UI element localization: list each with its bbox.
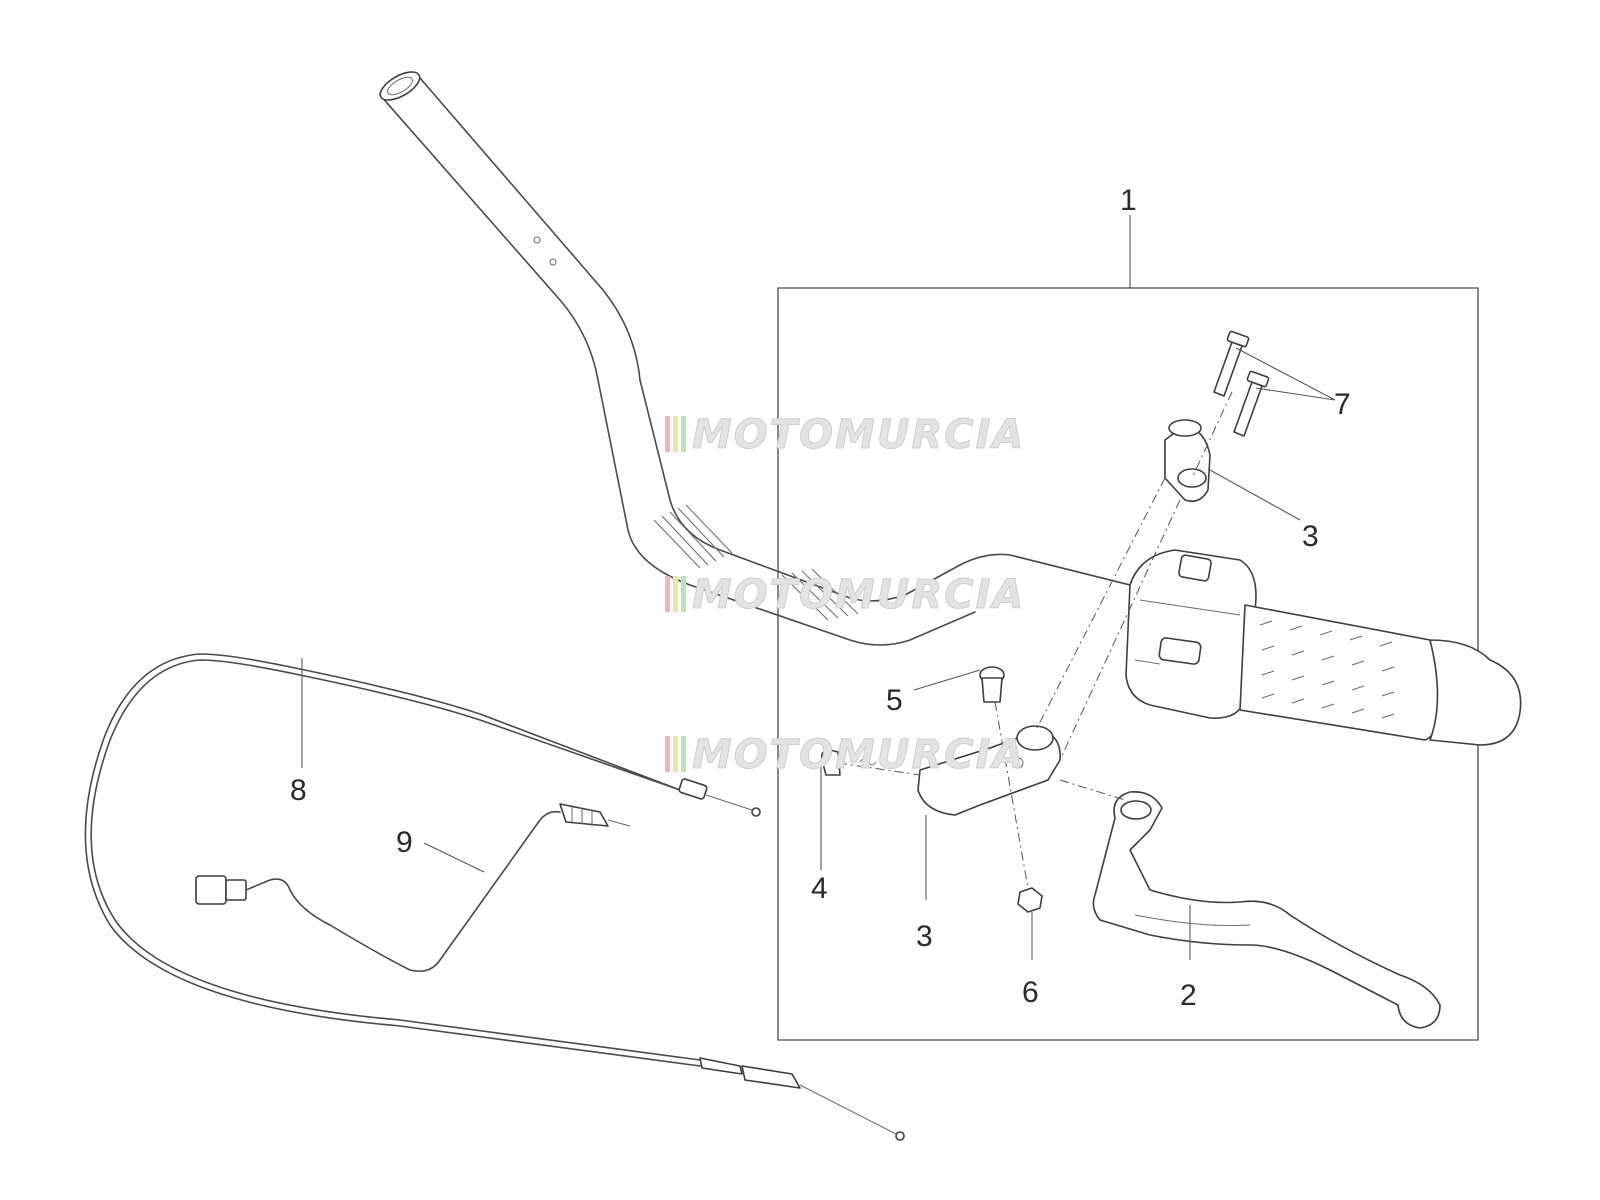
- callout-6: 6: [1022, 976, 1039, 1009]
- watermark-text: MOTOMURCIA: [692, 412, 1025, 458]
- callout-4: 4: [811, 872, 828, 905]
- watermark-stripe-red: [665, 416, 670, 452]
- watermark-stripe-yellow: [673, 576, 678, 612]
- callout-8: 8: [290, 774, 307, 807]
- watermark-stripe-green: [681, 736, 686, 772]
- watermark-stripe-red: [665, 576, 670, 612]
- watermark-stripe-red: [665, 736, 670, 772]
- lever-nut: [1017, 887, 1043, 913]
- callout-3-upper: 3: [1302, 520, 1319, 553]
- callout-1: 1: [1120, 184, 1137, 217]
- watermark-middle: MOTOMURCIA: [665, 572, 1025, 619]
- clutch-switch-wire: [195, 803, 631, 973]
- handlebar: [379, 71, 1151, 646]
- watermark-text: MOTOMURCIA: [692, 572, 1025, 618]
- watermark-stripe-green: [681, 416, 686, 452]
- watermark-stripe-green: [681, 576, 686, 612]
- clamp-cap: [1164, 419, 1211, 503]
- assembly-lines: [837, 391, 1233, 889]
- switch-housing: [1125, 549, 1257, 719]
- clamp-bolts: [1213, 330, 1270, 437]
- watermark-stripe-yellow: [673, 416, 678, 452]
- pivot-pin: [979, 666, 1005, 703]
- spring-clip: [820, 749, 877, 776]
- watermark-stripe-yellow: [673, 736, 678, 772]
- callout-labels: 1 2 3 3 4 5 6 7 8 9: [290, 184, 1351, 1012]
- callout-2: 2: [1180, 979, 1197, 1012]
- clutch-lever: [1092, 791, 1441, 1029]
- throttle-grip: [1239, 604, 1522, 746]
- callout-9: 9: [396, 826, 413, 859]
- watermark-bottom: MOTOMURCIA: [665, 732, 1025, 779]
- leader-lines: [301, 347, 1336, 960]
- watermark-text: MOTOMURCIA: [692, 732, 1025, 778]
- callout-7: 7: [1334, 388, 1351, 421]
- callout-3-lower: 3: [916, 920, 933, 953]
- callout-5: 5: [886, 684, 903, 717]
- lever-bracket: [917, 725, 1061, 816]
- watermark-top: MOTOMURCIA: [665, 412, 1025, 459]
- clutch-cable: [84, 653, 905, 1141]
